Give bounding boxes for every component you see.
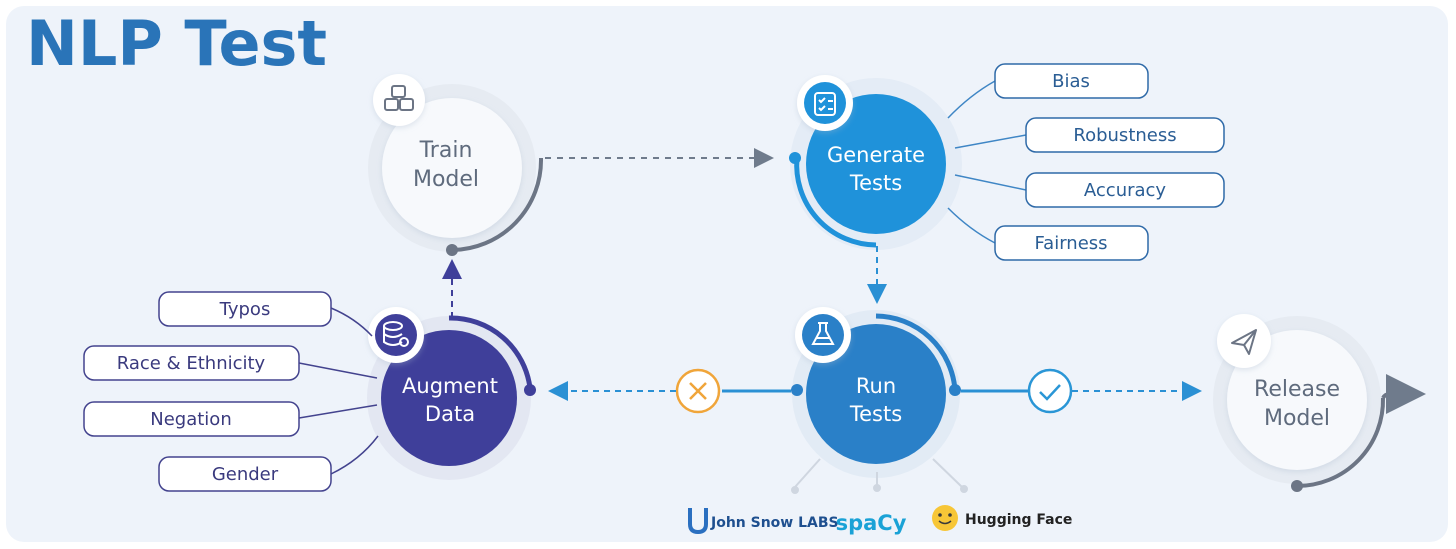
pill-robustness: Robustness [1025,117,1225,153]
augment-category-pills: Typos Race & Ethnicity Negation Gender [83,291,332,492]
flask-icon [811,322,835,345]
pill-robustness-label: Robustness [1073,125,1176,146]
pill-typos: Typos [158,291,332,327]
node-release-model: Release Model [1213,314,1426,492]
pill-negation: Negation [83,401,300,437]
pill-accuracy-label: Accuracy [1084,180,1167,201]
node-augment-data: Augment Data [367,307,536,480]
paper-plane-icon [1231,329,1257,355]
john-snow-labs-text: John Snow LABS [710,515,839,531]
pill-race-ethnicity-label: Race & Ethnicity [117,353,266,374]
node-train-model: Train Model [368,74,544,256]
test-category-pills: Bias Robustness Accuracy Fairness [994,63,1225,261]
train-label-line2: Model [413,167,479,192]
fail-x-circle-icon [675,368,721,414]
augment-label-line2: Data [425,402,475,426]
pill-bias-label: Bias [1052,71,1090,92]
diagram-panel [6,6,1448,542]
pill-gender-label: Gender [212,464,279,485]
augment-label-line1: Augment [402,374,498,398]
release-label-line2: Model [1264,406,1330,431]
pill-bias: Bias [994,63,1149,99]
pill-gender: Gender [158,456,332,492]
node-run-tests: Run Tests [791,307,961,478]
generate-label-line1: Generate [827,143,925,167]
checklist-icon [814,92,836,116]
pill-race-ethnicity: Race & Ethnicity [83,345,300,381]
pill-typos-label: Typos [219,299,271,320]
pass-check-circle-icon [1027,368,1073,414]
release-label-line1: Release [1254,377,1340,402]
database-gear-icon [383,321,409,347]
hugging-face-text: Hugging Face [965,512,1072,528]
hugging-face-logo: Hugging Face [932,505,1072,531]
test-category-connectors [947,80,1027,244]
generate-label-line2: Tests [849,171,902,195]
pill-accuracy: Accuracy [1025,172,1225,208]
integration-connectors [791,458,968,494]
run-label-line1: Run [856,374,896,398]
run-label-line2: Tests [849,402,902,426]
node-generate-tests: Generate Tests [789,75,962,250]
john-snow-labs-logo: John Snow LABS [688,508,839,535]
pill-fairness-label: Fairness [1034,233,1107,254]
cubes-icon [384,85,414,111]
train-label-line1: Train [419,138,473,163]
pill-negation-label: Negation [150,409,231,430]
pill-fairness: Fairness [994,225,1149,261]
augment-category-connectors [298,307,379,475]
spacy-logo-text: spaCy [836,511,907,535]
page-title: NLP Test [26,7,328,80]
